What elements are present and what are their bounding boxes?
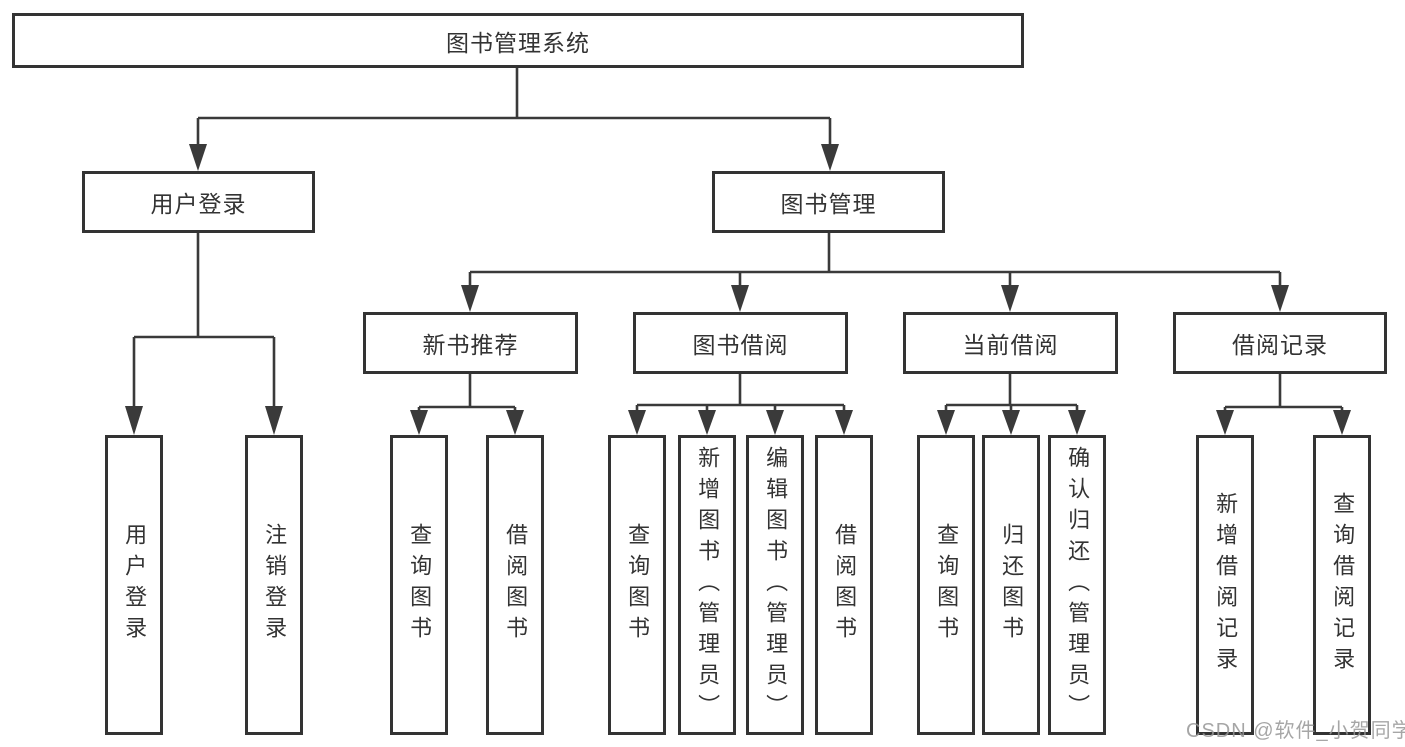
leaf-user-login: 用户登录 <box>105 435 163 735</box>
connector-user-login-children <box>125 233 283 435</box>
connector-book-management-to-level3 <box>461 233 1289 312</box>
leaf-label: 查询图书 <box>934 523 960 647</box>
connector-borrow-records-children <box>1216 374 1351 435</box>
leaf-label: 借阅图书 <box>503 523 529 647</box>
leaf-label: 借阅图书 <box>832 523 858 647</box>
connector-current-borrow-children <box>937 374 1086 435</box>
leaf-logout: 注销登录 <box>245 435 303 735</box>
leaf-query-books-recommend: 查询图书 <box>390 435 448 735</box>
leaf-borrow-books-recommend: 借阅图书 <box>486 435 544 735</box>
leaf-add-book-admin: 新增图书（管理员） <box>678 435 736 735</box>
connector-book-borrow-children <box>628 374 853 435</box>
leaf-label: 编辑图书（管理员） <box>763 445 789 725</box>
node-current-borrow: 当前借阅 <box>903 312 1118 374</box>
leaf-borrow-books: 借阅图书 <box>815 435 873 735</box>
leaf-return-books: 归还图书 <box>982 435 1040 735</box>
leaf-label: 注销登录 <box>262 523 288 647</box>
node-user-login: 用户登录 <box>82 171 315 233</box>
node-new-book-recommend: 新书推荐 <box>363 312 578 374</box>
leaf-label: 归还图书 <box>999 523 1025 647</box>
connector-root-to-level2 <box>189 68 839 171</box>
leaf-label: 用户登录 <box>122 523 148 647</box>
leaf-edit-book-admin: 编辑图书（管理员） <box>746 435 804 735</box>
leaf-add-borrow-record: 新增借阅记录 <box>1196 435 1254 735</box>
leaf-query-books-borrow: 查询图书 <box>608 435 666 735</box>
leaf-query-books-current: 查询图书 <box>917 435 975 735</box>
leaf-label: 确认归还（管理员） <box>1065 445 1091 725</box>
connector-new-book-recommend-children <box>410 374 524 435</box>
leaf-label: 新增借阅记录 <box>1213 492 1239 678</box>
node-borrow-records: 借阅记录 <box>1173 312 1387 374</box>
leaf-label: 新增图书（管理员） <box>695 445 721 725</box>
node-book-borrow: 图书借阅 <box>633 312 848 374</box>
leaf-label: 查询图书 <box>407 523 433 647</box>
leaf-label: 查询图书 <box>625 523 651 647</box>
node-root-library-management-system: 图书管理系统 <box>12 13 1024 68</box>
leaf-label: 查询借阅记录 <box>1330 492 1356 678</box>
csdn-watermark: CSDN @软件_小贺同学 <box>1186 720 1405 742</box>
leaf-query-borrow-record: 查询借阅记录 <box>1313 435 1371 735</box>
leaf-confirm-return-admin: 确认归还（管理员） <box>1048 435 1106 735</box>
node-book-management: 图书管理 <box>712 171 945 233</box>
